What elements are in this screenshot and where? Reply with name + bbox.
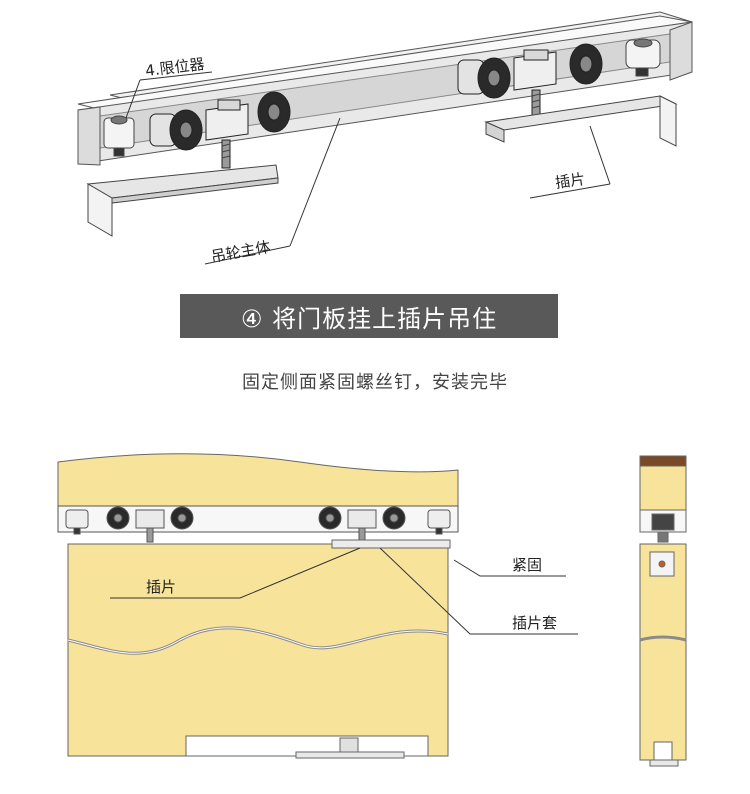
label-tighten: 紧固 <box>512 556 542 574</box>
label-insert-sleeve: 插片套 <box>512 614 557 632</box>
label-hanger-body: 吊轮主体 <box>210 238 272 266</box>
track-front-view <box>57 505 459 543</box>
label-insert-top: 插片 <box>554 170 586 192</box>
left-hanger <box>149 91 291 169</box>
right-stopper <box>625 38 661 77</box>
ceiling-wood-panel <box>57 453 459 507</box>
leader-lines-top <box>125 71 611 265</box>
door-panel <box>67 539 451 759</box>
left-insert-plate <box>86 164 279 237</box>
step-title-banner: ④ 将门板挂上插片吊住 <box>180 294 558 338</box>
side-view <box>639 455 687 767</box>
label-insert-bottom: 插片 <box>146 578 176 596</box>
label-stopper: 4.限位器 <box>144 55 205 80</box>
right-insert-plate <box>484 95 678 147</box>
right-hanger <box>457 43 603 117</box>
left-stopper <box>103 115 135 157</box>
step-description: 固定侧面紧固螺丝钉，安装完毕 <box>242 372 508 393</box>
leader-lines-bottom <box>110 547 578 635</box>
